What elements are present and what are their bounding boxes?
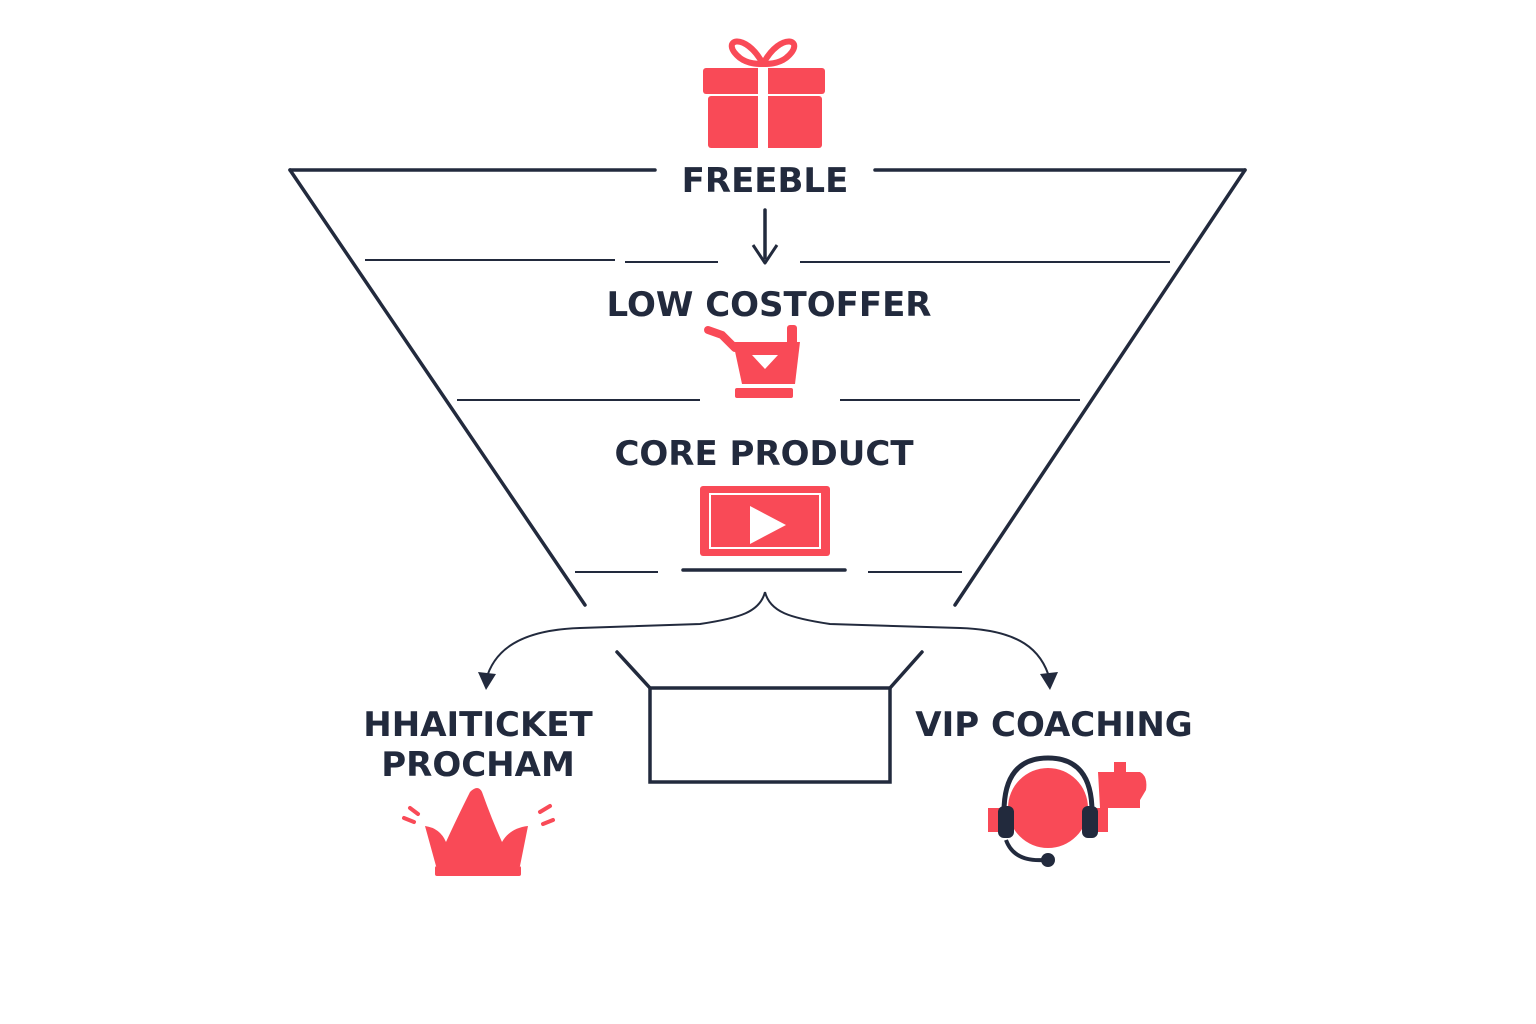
stage-label-high-ticket-line2: PROCHAM [381,745,575,785]
funnel-outline [288,168,1247,607]
funnel-dividers [365,259,1170,573]
shopping-cart-icon [704,325,800,398]
stage-label-core: CORE PRODUCT [614,434,914,474]
arrow-left-branch-icon [478,672,496,690]
open-box-icon [615,650,924,784]
crown-icon [402,788,555,876]
gift-icon [703,38,825,150]
headset-icon [988,755,1147,867]
video-play-icon [700,486,830,556]
arrow-down-icon [751,208,779,265]
arrow-right-branch-icon [1040,672,1058,690]
stage-label-low-cost: LOW COSTOFFER [607,285,932,325]
branch-connector [485,591,1051,681]
stage-label-freebie: FREEBLE [682,161,849,201]
stage-label-vip: VIP COACHING [915,705,1192,745]
stage-label-high-ticket-line1: HHAITICKET [363,705,593,745]
